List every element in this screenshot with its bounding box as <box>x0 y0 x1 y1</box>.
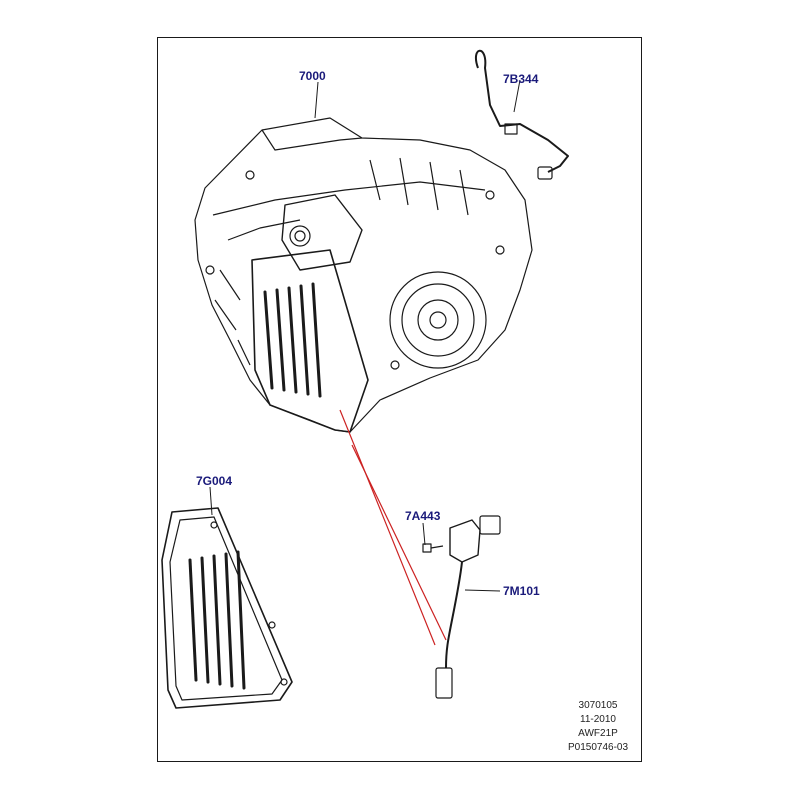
reference-line: P0150746-03 <box>567 742 629 753</box>
oil-pan <box>161 507 293 709</box>
reference-line: 3070105 <box>578 700 618 711</box>
callout-7000: 7000 <box>299 69 326 83</box>
diagram-frame <box>157 37 642 762</box>
reference-line: 11-2010 <box>580 714 616 725</box>
drawing-reference-block: 3070105 11-2010 AWF21P P0150746-03 <box>560 699 636 755</box>
wiring-harness <box>475 49 569 180</box>
callout-7a443: 7A443 <box>405 509 441 523</box>
speed-sensor <box>435 515 501 699</box>
reference-line: AWF21P <box>578 728 618 739</box>
transmission-assembly <box>194 117 533 433</box>
bolt <box>422 543 444 553</box>
sensor-location-leaders <box>339 409 447 646</box>
callout-7b344: 7B344 <box>503 72 539 86</box>
callout-7m101: 7M101 <box>503 584 540 598</box>
callout-7g004: 7G004 <box>196 474 233 488</box>
